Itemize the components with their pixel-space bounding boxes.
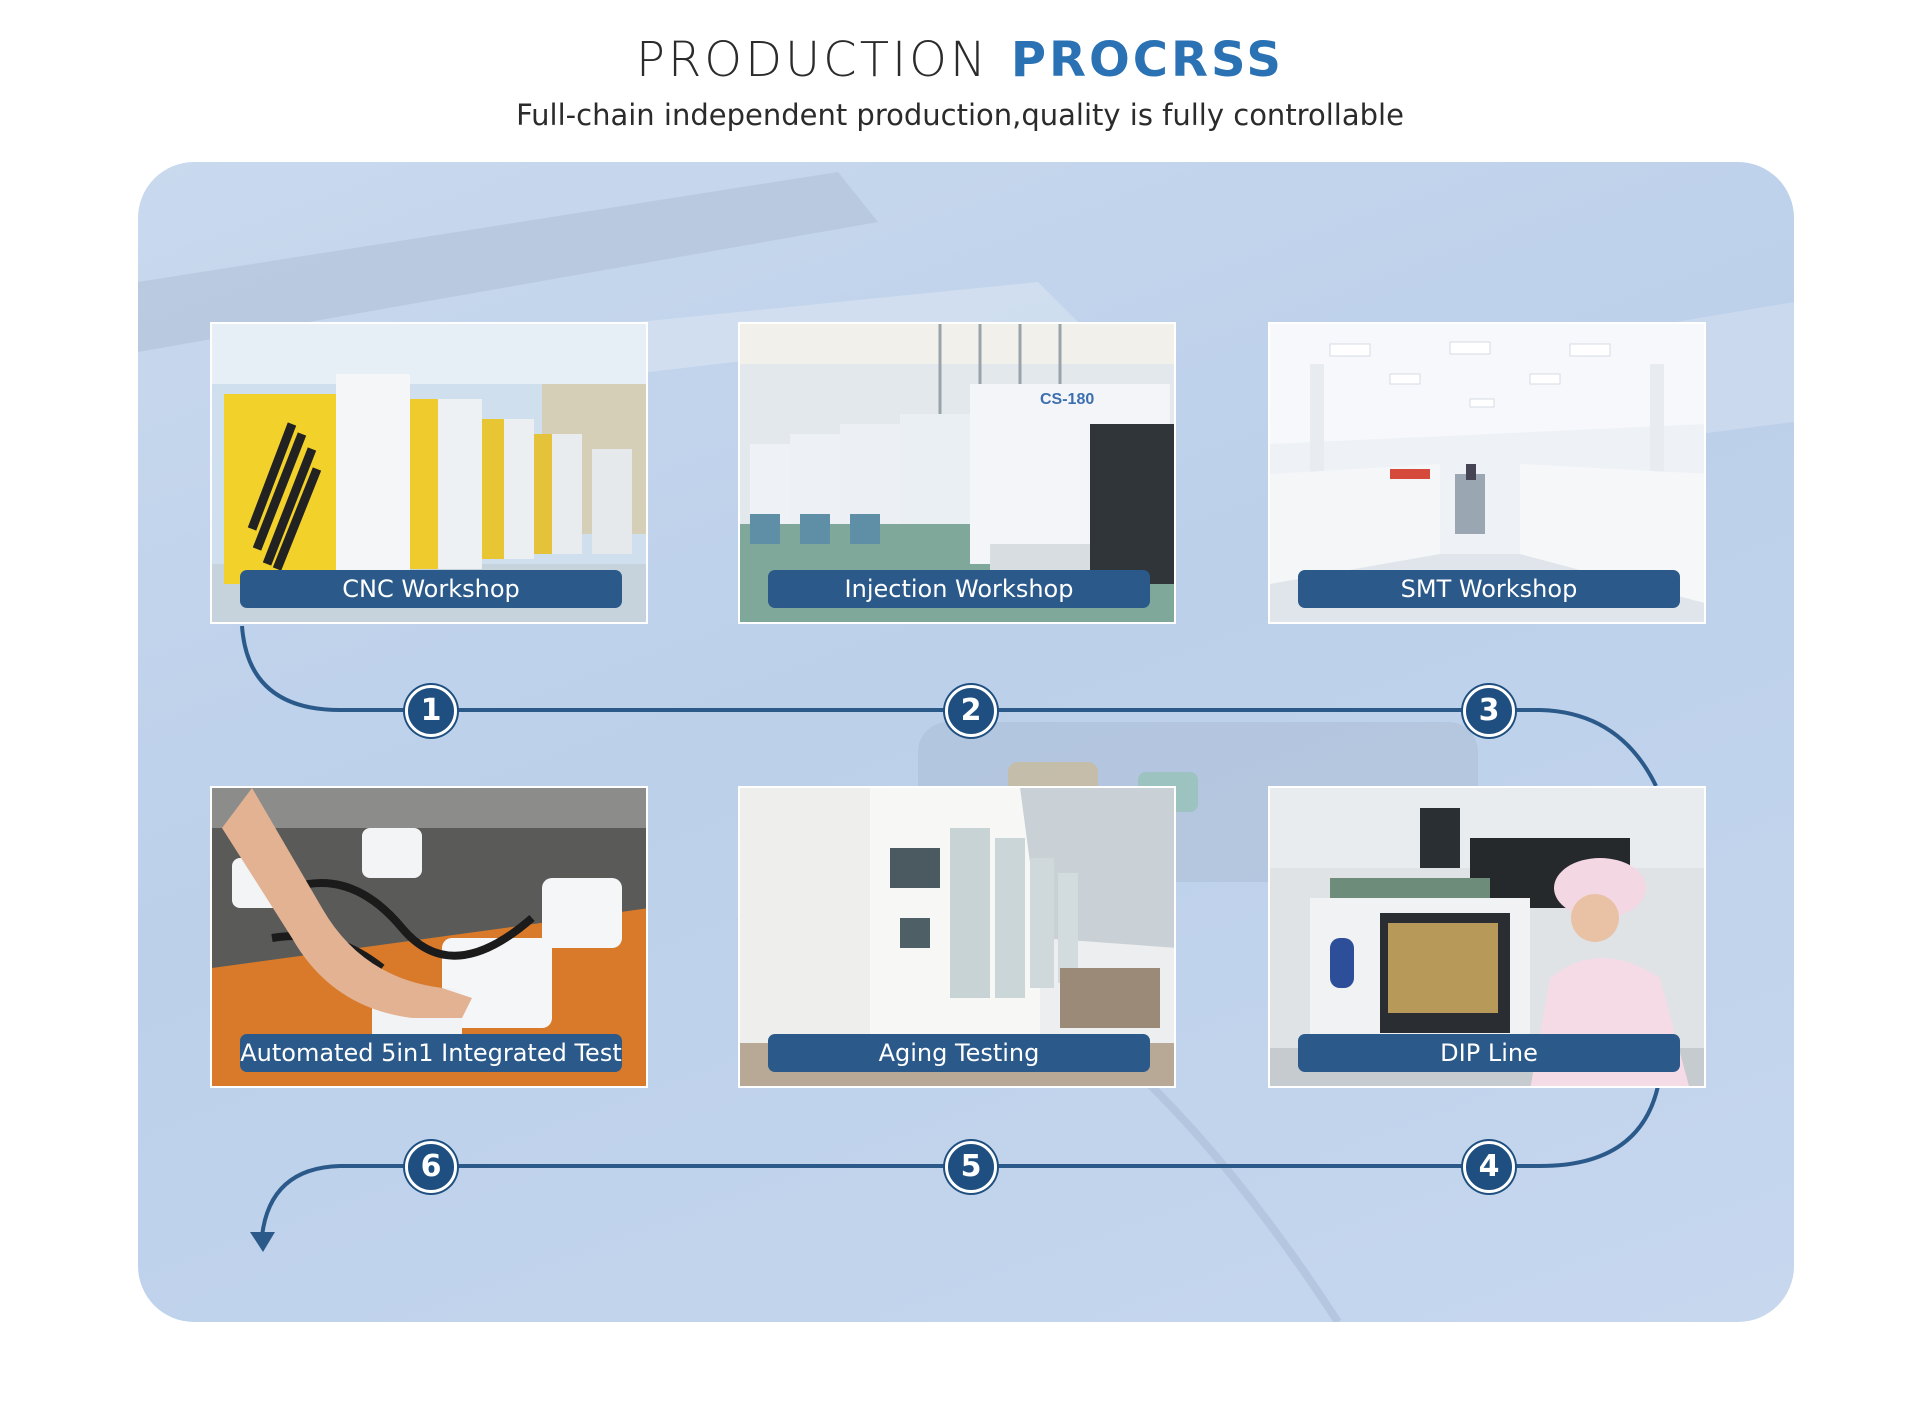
- step-badge-3: 3: [1463, 685, 1515, 737]
- step-badge-4: 4: [1463, 1141, 1515, 1193]
- step-label: Injection Workshop: [768, 570, 1150, 608]
- step-badge-6: 6: [405, 1141, 457, 1193]
- step-card-injection-workshop[interactable]: CS-180 Injection Workshop: [738, 322, 1176, 624]
- step-card-smt-workshop[interactable]: SMT Workshop: [1268, 322, 1706, 624]
- step-card-aging-testing[interactable]: Aging Testing: [738, 786, 1176, 1088]
- step-label: Automated 5in1 Integrated Test: [240, 1034, 622, 1072]
- title-light: PRODUCTION: [636, 32, 989, 88]
- step-card-cnc-workshop[interactable]: CNC Workshop: [210, 322, 648, 624]
- step-badge-2: 2: [945, 685, 997, 737]
- title-bold: PROCRSS: [1010, 32, 1284, 88]
- page-subtitle: Full-chain independent production,qualit…: [516, 98, 1404, 132]
- step-card-automated-test[interactable]: Automated 5in1 Integrated Test: [210, 786, 648, 1088]
- machine-model-text: CS-180: [1040, 391, 1094, 408]
- step-label: SMT Workshop: [1298, 570, 1680, 608]
- step-card-dip-line[interactable]: DIP Line: [1268, 786, 1706, 1088]
- step-label: DIP Line: [1298, 1034, 1680, 1072]
- step-badge-1: 1: [405, 685, 457, 737]
- step-badge-5: 5: [945, 1141, 997, 1193]
- step-label: Aging Testing: [768, 1034, 1150, 1072]
- page-title: PRODUCTION PROCRSS: [0, 32, 1920, 88]
- step-label: CNC Workshop: [240, 570, 622, 608]
